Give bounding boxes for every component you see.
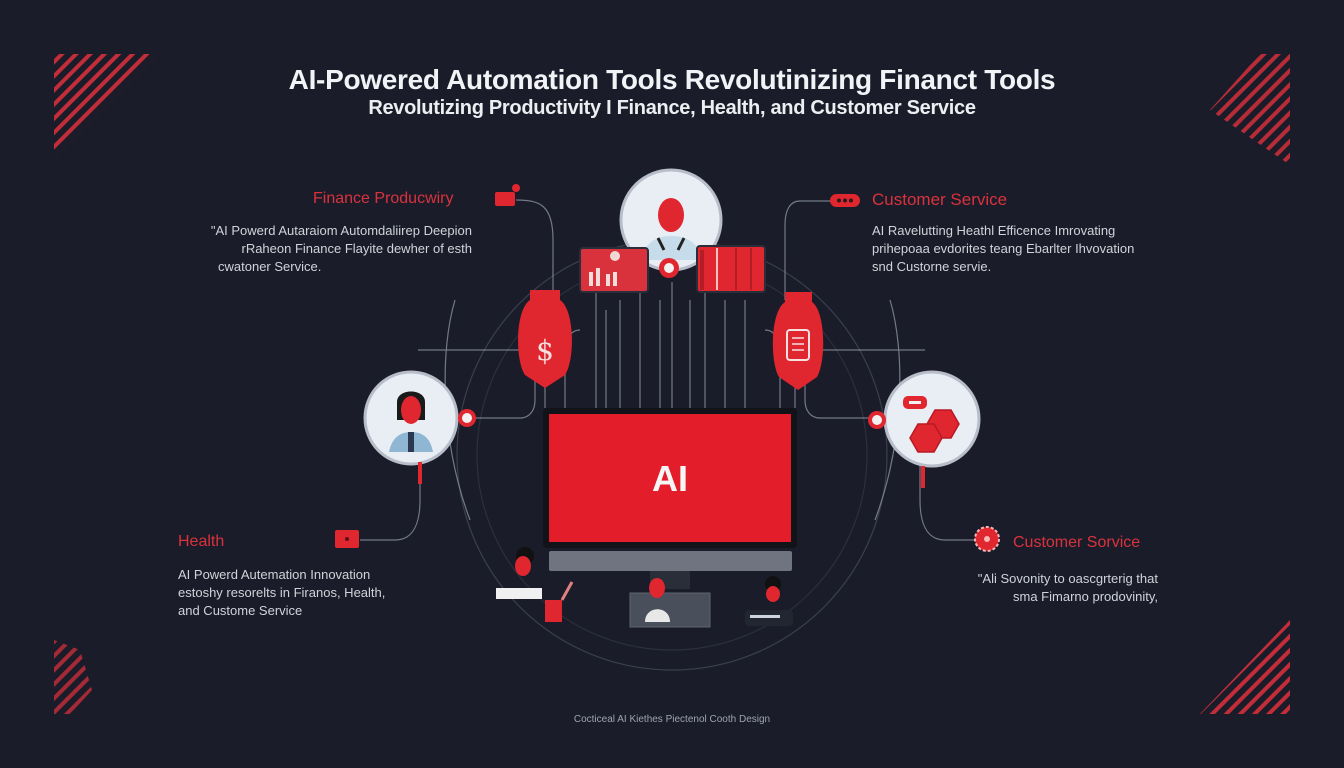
ai-screen-label: AI — [652, 458, 688, 499]
hexagon-avatar-right — [868, 370, 981, 488]
medical-shield-icon — [772, 292, 824, 390]
finance-section-body: "AI Powerd Autaraiom Automdaliirep Deepi… — [150, 222, 472, 276]
health-section-title: Health — [178, 533, 225, 550]
dollar-shield-icon: $ — [518, 290, 572, 388]
corner-stripes-bottom-left — [54, 640, 92, 714]
customer-service-top-body: AI Ravelutting Heathl Efficence Imrovati… — [872, 222, 1192, 276]
document-card — [696, 245, 766, 293]
person-avatar-top — [619, 168, 723, 278]
health-body-line: and Custome Service — [178, 603, 303, 618]
svg-text:$: $ — [536, 334, 554, 367]
customer-service-top-body-line: snd Custorne servie. — [872, 259, 992, 274]
bar-chart-card — [579, 247, 649, 293]
health-section-body: AI Powerd Autemation Innovation estoshy … — [178, 566, 438, 620]
customer-gear-icon — [974, 526, 1000, 552]
finance-tag-icon — [495, 184, 520, 206]
health-body-line: estoshy resorelts in Firanos, Health, — [178, 585, 386, 600]
customer-service-top-body-line: prihepoaa evdorites teang Ebarlter Ihvov… — [872, 241, 1135, 256]
health-body-line: AI Powerd Autemation Innovation — [178, 567, 371, 582]
customer-service-top-body-line: AI Ravelutting Heathl Efficence Imrovati… — [872, 223, 1116, 238]
person-figure-center — [629, 578, 711, 628]
corner-stripes-top-right — [1210, 54, 1290, 165]
customer-service-bottom-body: "Ali Sovonity to oascgrterig that sma Fi… — [900, 570, 1158, 606]
page-subtitle: Revolutizing Productivity I Finance, Hea… — [368, 97, 976, 119]
ai-monitor — [543, 408, 797, 589]
page-title: AI-Powered Automation Tools Revolutinizi… — [288, 64, 1056, 95]
customer-service-bottom-body-line: "Ali Sovonity to oascgrterig that — [977, 571, 1158, 586]
customer-service-top-title: Customer Service — [872, 190, 1008, 209]
person-figure-left — [496, 547, 574, 622]
customer-service-bottom-body-line: sma Fimarno prodovinity, — [1013, 589, 1158, 604]
finance-section-title: Finance Producwiry — [313, 190, 454, 207]
footer-caption: Cocticeal AI Kiethes Piectenol Cooth Des… — [573, 714, 771, 725]
finance-body-line: "AI Powerd Autaraiom Automdaliirep Deepi… — [210, 223, 472, 238]
customer-tag-pill-icon — [830, 194, 860, 207]
finance-body-line: rRaheon Finance Flayite dewher of esth — [241, 241, 472, 256]
person-figure-right — [745, 576, 793, 626]
corner-stripes-top-left — [54, 54, 158, 158]
person-avatar-left — [363, 370, 476, 484]
health-tag-icon — [335, 530, 359, 548]
corner-stripes-bottom-right — [1200, 620, 1290, 714]
finance-body-line: cwatoner Service. — [218, 259, 322, 274]
customer-service-bottom-title: Customer Sorvice — [1013, 534, 1141, 551]
